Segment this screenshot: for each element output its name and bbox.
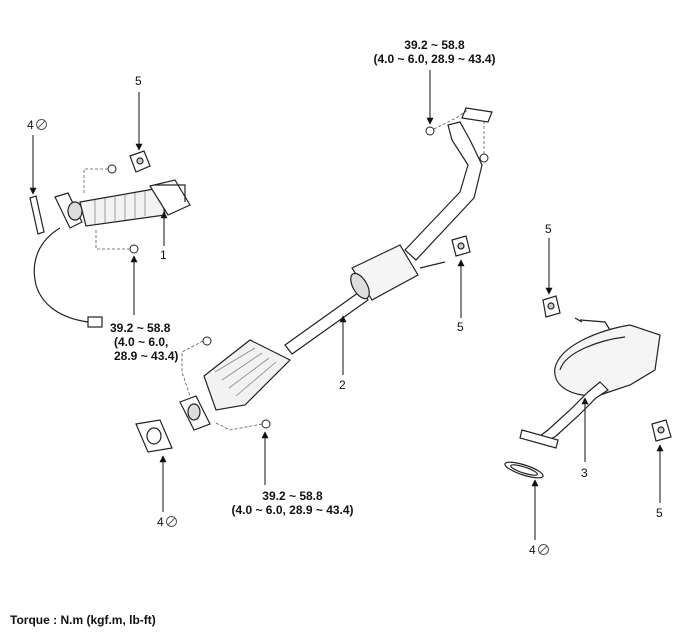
torque-left-line2: (4.0 ~ 6.0,	[114, 335, 169, 349]
gasket-4a	[29, 195, 45, 235]
center-pipe-2	[179, 107, 493, 431]
gasket-4c	[504, 461, 544, 479]
callout-4c-number: 4	[529, 543, 536, 557]
torque-bottom-line1: 39.2 ~ 58.8	[262, 489, 323, 503]
dashed-leaders-part-1	[83, 168, 130, 250]
do-not-reuse-icon	[537, 544, 549, 555]
callout-5a: 5	[135, 74, 142, 88]
callout-1: 1	[160, 248, 167, 262]
rubber-hanger-5a	[129, 150, 151, 173]
callout-4b-number: 4	[157, 515, 164, 529]
torque-spec-bottom: 39.2 ~ 58.8 (4.0 ~ 6.0, 28.9 ~ 43.4)	[220, 489, 365, 517]
nuts-part-2	[202, 126, 489, 429]
callout-3: 3	[581, 466, 588, 480]
torque-unit-legend: Torque : N.m (kgf.m, lb-ft)	[10, 613, 156, 627]
callout-4c: 4	[529, 543, 549, 557]
rear-muffler-3	[519, 317, 661, 449]
torque-spec-top: 39.2 ~ 58.8 (4.0 ~ 6.0, 28.9 ~ 43.4)	[362, 38, 507, 66]
rubber-hanger-5d	[651, 419, 672, 442]
torque-bottom-line2: (4.0 ~ 6.0, 28.9 ~ 43.4)	[231, 503, 354, 517]
torque-left-line1: 39.2 ~ 58.8	[110, 321, 171, 335]
torque-top-line1: 39.2 ~ 58.8	[404, 38, 465, 52]
front-pipe-1	[54, 179, 191, 229]
do-not-reuse-icon	[35, 119, 47, 130]
torque-left-line3: 28.9 ~ 43.4)	[114, 349, 179, 363]
callout-4b: 4	[157, 515, 177, 529]
callout-4a: 4	[27, 118, 47, 132]
rubber-hanger-5b	[451, 235, 471, 257]
callout-5d: 5	[656, 506, 663, 520]
dashed-leaders-part-2	[181, 109, 485, 431]
torque-top-line2: (4.0 ~ 6.0, 28.9 ~ 43.4)	[373, 52, 496, 66]
nuts-part-1	[107, 164, 139, 254]
gasket-4b	[135, 419, 173, 453]
callout-4a-number: 4	[27, 118, 34, 132]
torque-spec-left: 39.2 ~ 58.8 (4.0 ~ 6.0, 28.9 ~ 43.4)	[110, 321, 178, 363]
do-not-reuse-icon	[165, 516, 177, 527]
rubber-hanger-5c	[542, 295, 561, 318]
callout-5c: 5	[545, 222, 552, 236]
oxygen-sensor-wire	[33, 227, 103, 328]
callout-2: 2	[339, 378, 346, 392]
leader-arrows	[29, 70, 664, 540]
callout-5b: 5	[457, 320, 464, 334]
